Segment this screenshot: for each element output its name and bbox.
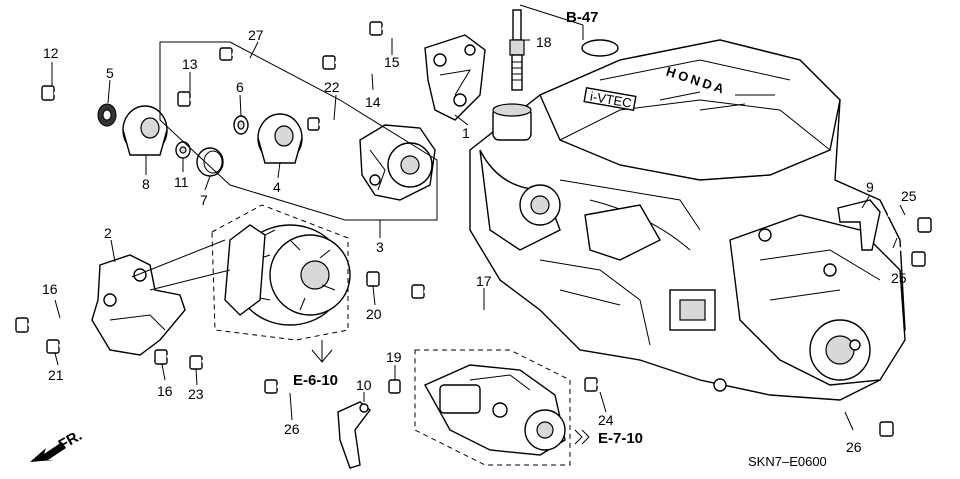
part-18-spark-plug (509, 9, 525, 91)
callout-26a: 26 (284, 421, 300, 437)
callout-25a: 25 (901, 188, 917, 204)
alternator (224, 224, 351, 326)
callout-14: 14 (365, 94, 381, 110)
part-11-nut (175, 141, 191, 159)
front-arrow-icon (30, 442, 66, 462)
callout-9: 9 (866, 179, 874, 195)
callout-5: 5 (106, 65, 114, 81)
part-1-bracket (424, 34, 486, 121)
callout-8: 8 (142, 176, 150, 192)
engine-assembly: HONDA i-VTEC (469, 39, 906, 401)
callout-17: 17 (476, 273, 492, 289)
diagram-code: SKN7‒E0600 (748, 454, 827, 469)
callout-26b: 26 (846, 439, 862, 455)
callout-18: 18 (536, 34, 552, 50)
engine-badge-2: i-VTEC (589, 89, 633, 111)
callout-3: 3 (376, 239, 384, 255)
part-8-idler-pulley (122, 105, 168, 156)
callout-10: 10 (356, 377, 372, 393)
callout-19: 19 (386, 349, 402, 365)
part-5-washer (97, 103, 117, 127)
bolts (15, 21, 932, 437)
callouts: 1 2 3 4 5 6 7 8 9 10 11 12 13 14 15 16 1… (42, 27, 917, 455)
part-2-bracket (91, 254, 186, 356)
part-9-bracket (837, 199, 881, 251)
callout-16b: 16 (157, 383, 173, 399)
reference-labels: B-47 E-6-10 E-7-10 (293, 9, 643, 447)
callout-13: 13 (182, 56, 198, 72)
callout-4: 4 (273, 179, 281, 195)
callout-27: 27 (248, 27, 264, 43)
part-4-idler-pulley (257, 113, 303, 164)
callout-24: 24 (598, 412, 614, 428)
leader-lines (51, 4, 906, 431)
callout-16a: 16 (42, 281, 58, 297)
callout-15: 15 (384, 54, 400, 70)
ref-e610[interactable]: E-6-10 (293, 372, 338, 389)
starter-motor (424, 364, 566, 456)
part-3-tensioner (359, 124, 436, 201)
callout-6: 6 (236, 79, 244, 95)
group-outlines (131, 41, 590, 466)
callout-2: 2 (104, 225, 112, 241)
part-7-cap (196, 147, 224, 177)
ref-b47[interactable]: B-47 (566, 9, 599, 26)
part-6-washer (233, 115, 249, 135)
callout-23: 23 (188, 386, 204, 402)
front-direction: FR. (30, 427, 85, 462)
callout-11: 11 (174, 174, 189, 190)
callout-25b: 25 (891, 270, 907, 286)
callout-12: 12 (43, 45, 59, 61)
part-10-bracket (337, 401, 371, 469)
callout-20: 20 (366, 306, 382, 322)
callout-7: 7 (200, 192, 208, 208)
ref-e710[interactable]: E-7-10 (598, 430, 643, 447)
callout-21: 21 (48, 367, 64, 383)
callout-1: 1 (462, 125, 470, 141)
callout-22: 22 (324, 79, 340, 95)
